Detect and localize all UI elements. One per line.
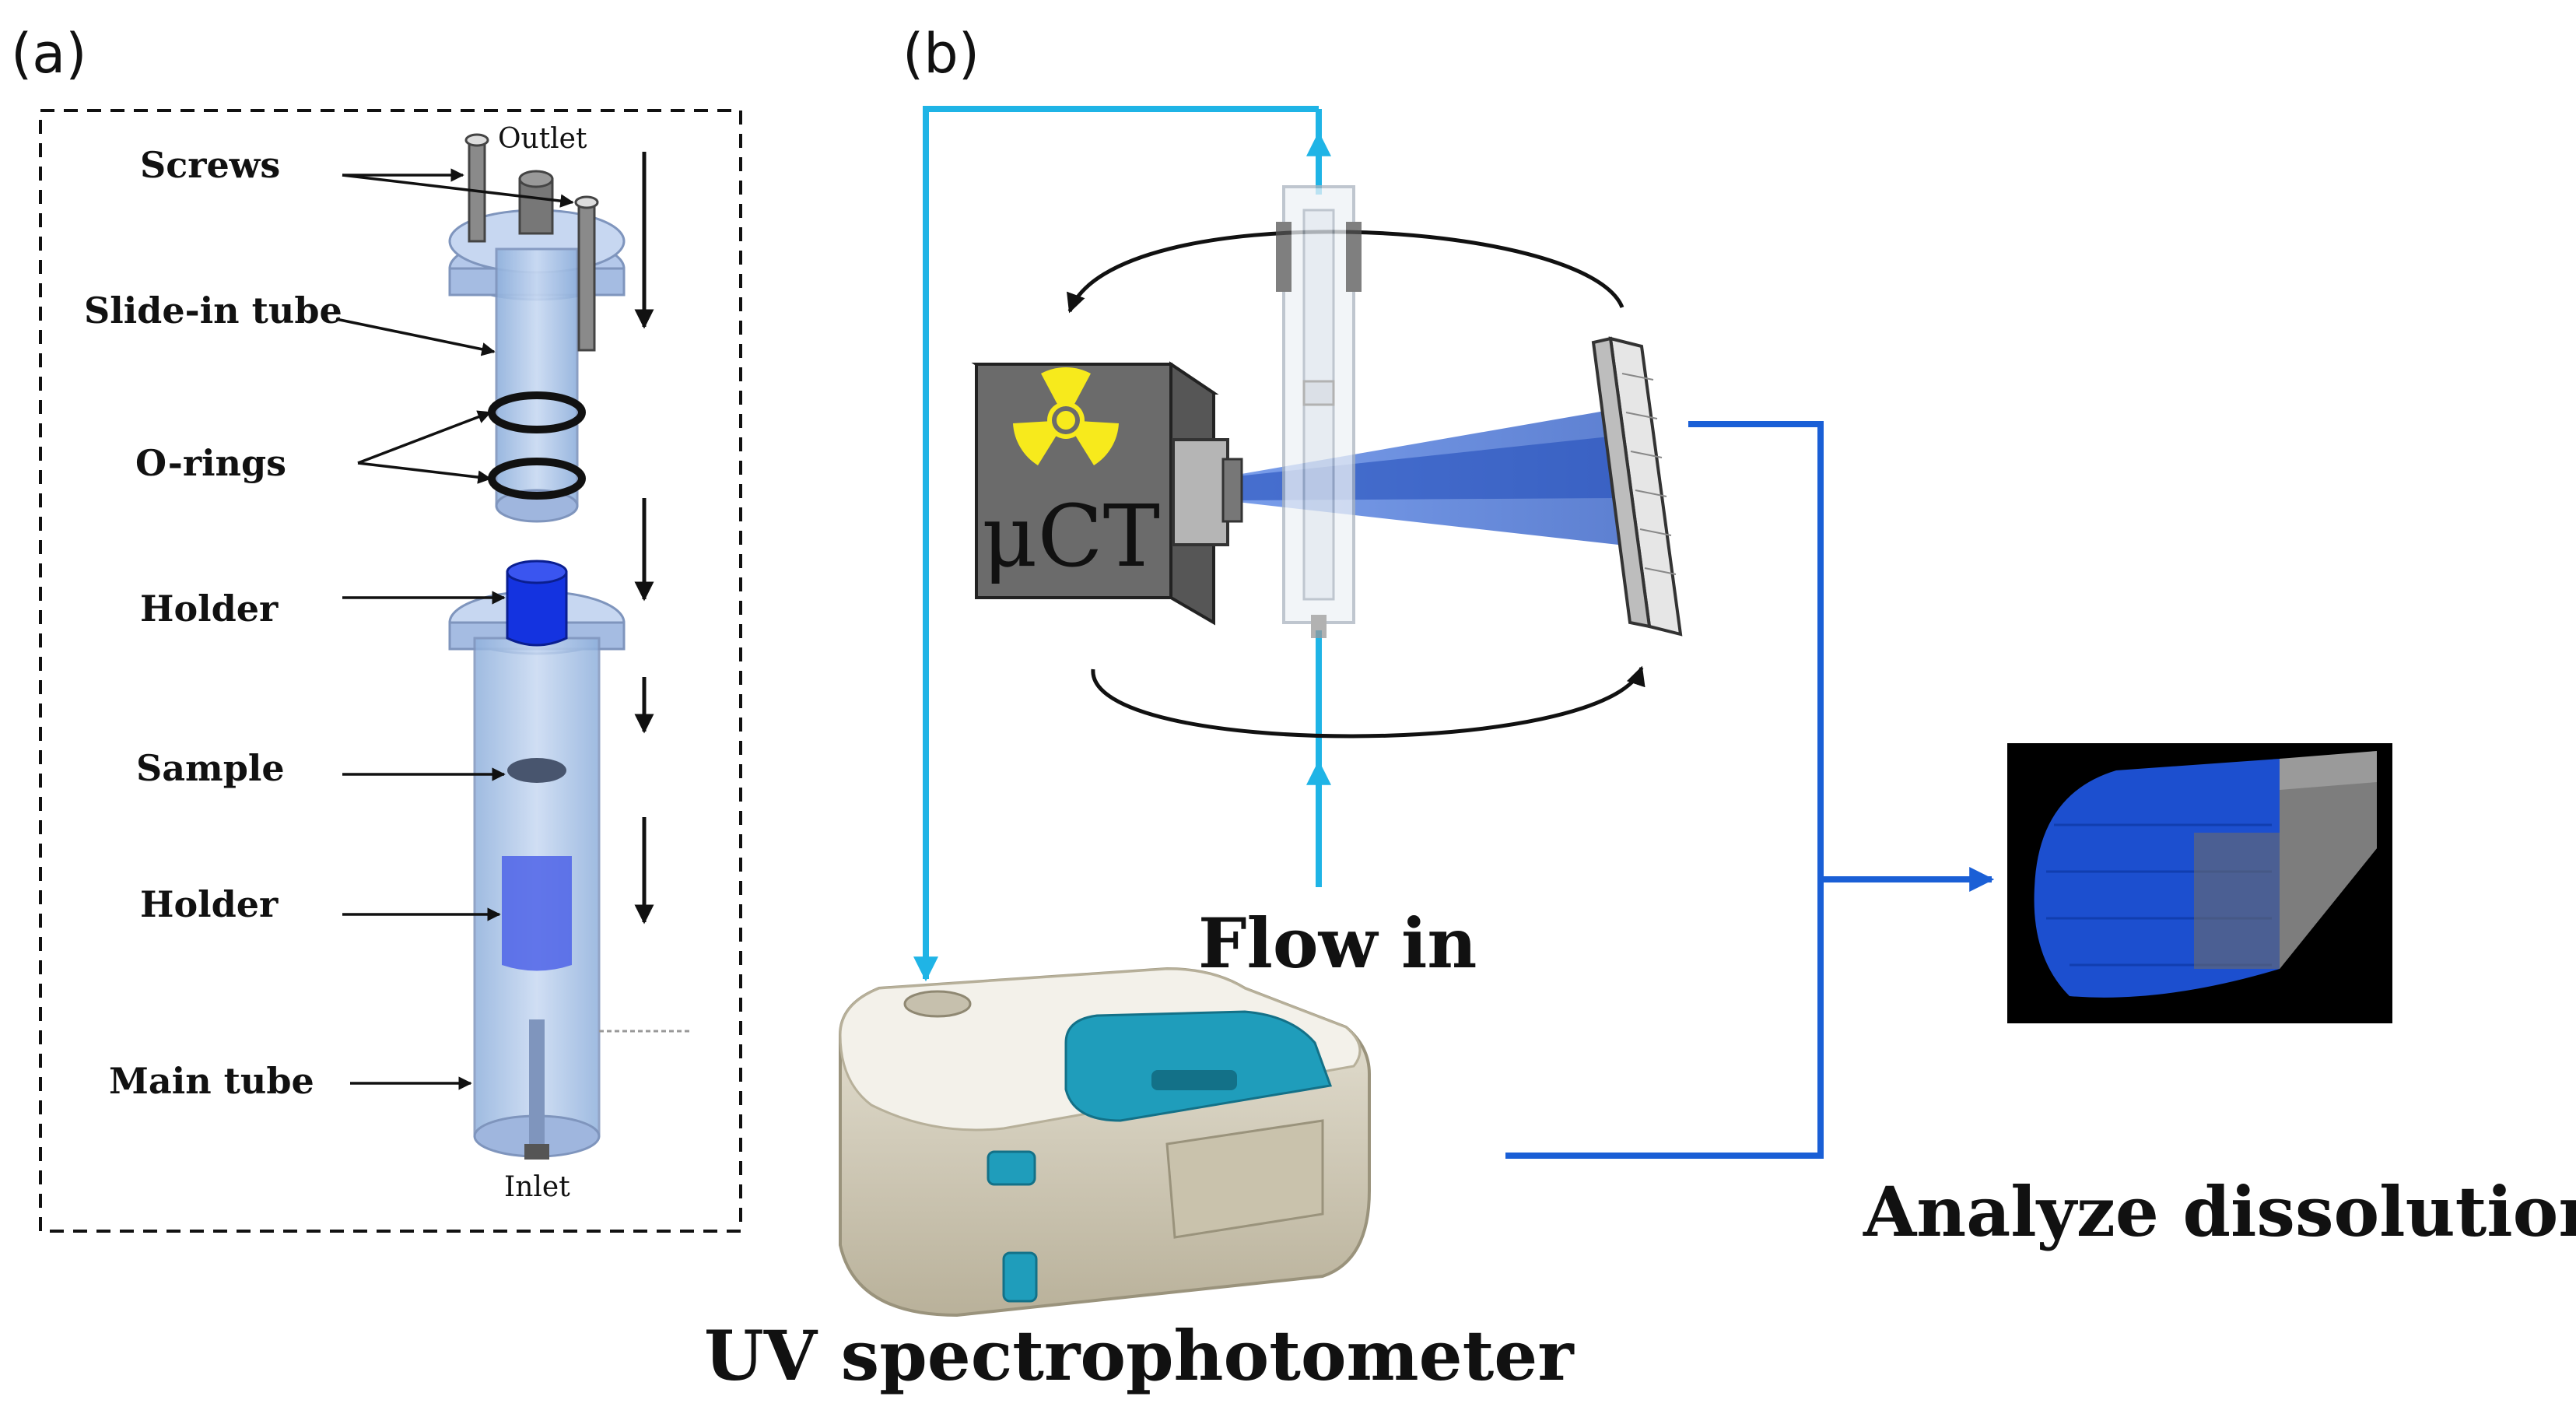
- flow-loop-line: [913, 106, 1331, 982]
- holder-top-label: Holder: [140, 588, 279, 630]
- uv-spectrophotometer: [839, 967, 1371, 1317]
- inlet-label: Inlet: [504, 1171, 570, 1203]
- radiation-icon: [1013, 367, 1119, 465]
- assembly-frame: [39, 109, 742, 1233]
- sample-label: Sample: [136, 747, 285, 789]
- main-tube-assembly: [448, 560, 692, 1160]
- panel-a-tag: (a): [11, 22, 87, 86]
- screws-label: Screws: [140, 144, 281, 186]
- signal-lines: [1505, 421, 1995, 1159]
- panel-b-tag: (b): [902, 22, 980, 86]
- outlet-label: Outlet: [498, 123, 587, 155]
- microct-label: μCT: [982, 486, 1161, 586]
- analyze-dissolution-label: Analyze dissolution: [1863, 1171, 2576, 1252]
- main-tube-label: Main tube: [109, 1060, 314, 1102]
- o-rings-label: O-rings: [135, 442, 287, 484]
- slide-in-tube-assembly: [448, 133, 626, 523]
- flow-in-label: Flow in: [1198, 903, 1477, 984]
- holder-bottom-label: Holder: [140, 883, 279, 925]
- part-leader-lines: [335, 168, 574, 1090]
- ct-scan-volume-icon: [2007, 743, 2392, 1023]
- uv-spectrophotometer-label: UV spectrophotometer: [704, 1315, 1574, 1396]
- detector-panel-icon: [1591, 336, 1683, 637]
- slide-in-tube-label: Slide-in tube: [84, 289, 342, 332]
- flow-cell: [1276, 185, 1362, 638]
